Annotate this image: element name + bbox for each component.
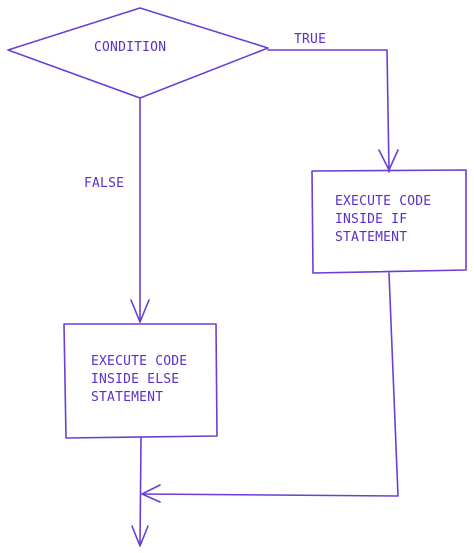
if-exit-line (141, 272, 399, 497)
else-exit-line (139, 437, 142, 546)
else-block-box (63, 323, 218, 439)
if-block-line: EXECUTE CODE (335, 194, 432, 209)
else-block-line: EXECUTE CODE (91, 354, 188, 369)
false-edge-arrowhead (130, 299, 150, 323)
else-block-line: STATEMENT (91, 390, 164, 405)
false-edge-label: FALSE (84, 176, 125, 191)
if-block-text: EXECUTE CODE INSIDE IF STATEMENT (335, 193, 431, 247)
exit-arrowhead (131, 525, 149, 547)
true-edge-label: TRUE (294, 32, 327, 47)
else-block-line: INSIDE ELSE (91, 372, 180, 387)
merge-arrowhead (141, 484, 161, 503)
decision-label: CONDITION (94, 40, 167, 55)
else-block-text: EXECUTE CODE INSIDE ELSE STATEMENT (91, 353, 187, 407)
true-edge-line (267, 49, 390, 173)
if-block-line: STATEMENT (335, 230, 408, 245)
if-block-box (311, 169, 467, 274)
decision-diamond (7, 7, 269, 99)
if-block-line: INSIDE IF (335, 212, 408, 227)
